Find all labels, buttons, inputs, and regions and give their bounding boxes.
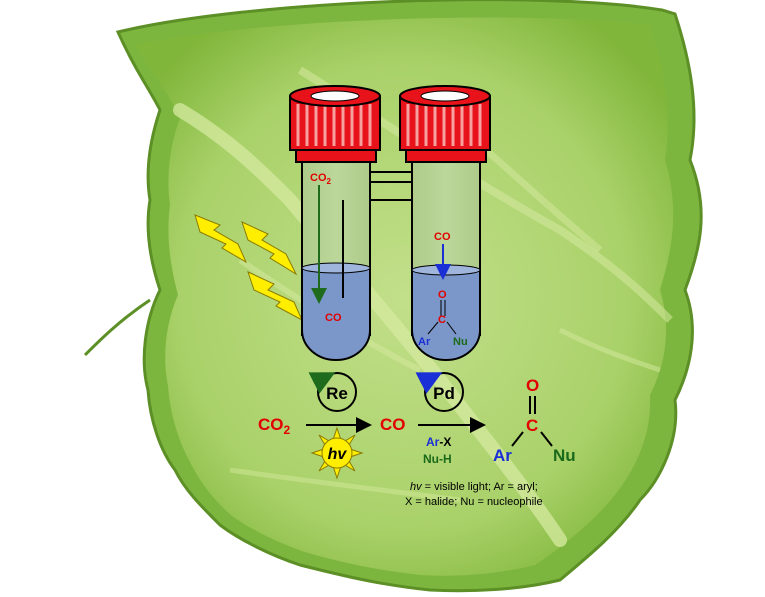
leaf-background xyxy=(83,0,703,593)
vial-nu-label: Nu xyxy=(453,336,468,348)
lightning-bolts xyxy=(194,214,304,322)
right-reaction-vial xyxy=(411,159,481,361)
product-nu: Nu xyxy=(553,446,576,465)
pd-catalyst-cycle: Pd xyxy=(415,372,464,412)
re-catalyst-cycle: Re xyxy=(308,372,357,412)
ketone-product: O C Ar Nu xyxy=(493,376,576,465)
lightning-icon xyxy=(241,221,298,276)
legend-line-2: X = halide; Nu = nucleophile xyxy=(405,496,543,508)
lightning-icon xyxy=(194,214,248,264)
product-o: O xyxy=(526,376,539,395)
co-intermediate: CO xyxy=(380,415,406,434)
right-vial-cap xyxy=(399,85,491,163)
vial-carbonyl-o: O xyxy=(438,289,447,301)
sun-icon: hv xyxy=(310,426,364,480)
legend-line-1: hv = visible light; Ar = aryl; xyxy=(410,481,538,493)
vial-ar-label: Ar xyxy=(418,336,431,348)
left-vial-co-label: CO xyxy=(325,312,342,324)
re-catalyst-label: Re xyxy=(326,384,348,403)
vial-carbonyl-c: C xyxy=(438,314,446,326)
reagent-aryl-halide: Ar-X xyxy=(426,435,451,449)
product-ar: Ar xyxy=(493,446,512,465)
reagent-nucleophile: Nu-H xyxy=(423,452,452,466)
right-vial-co-label: CO xyxy=(434,231,451,243)
hv-label: hv xyxy=(328,446,348,463)
left-reaction-vial xyxy=(301,159,371,361)
left-vial-cap xyxy=(289,85,381,163)
pd-catalyst-label: Pd xyxy=(433,384,455,403)
vial-co2-label: CO2 xyxy=(310,172,332,186)
co2-reactant: CO2 xyxy=(258,415,291,437)
product-c: C xyxy=(526,416,538,435)
